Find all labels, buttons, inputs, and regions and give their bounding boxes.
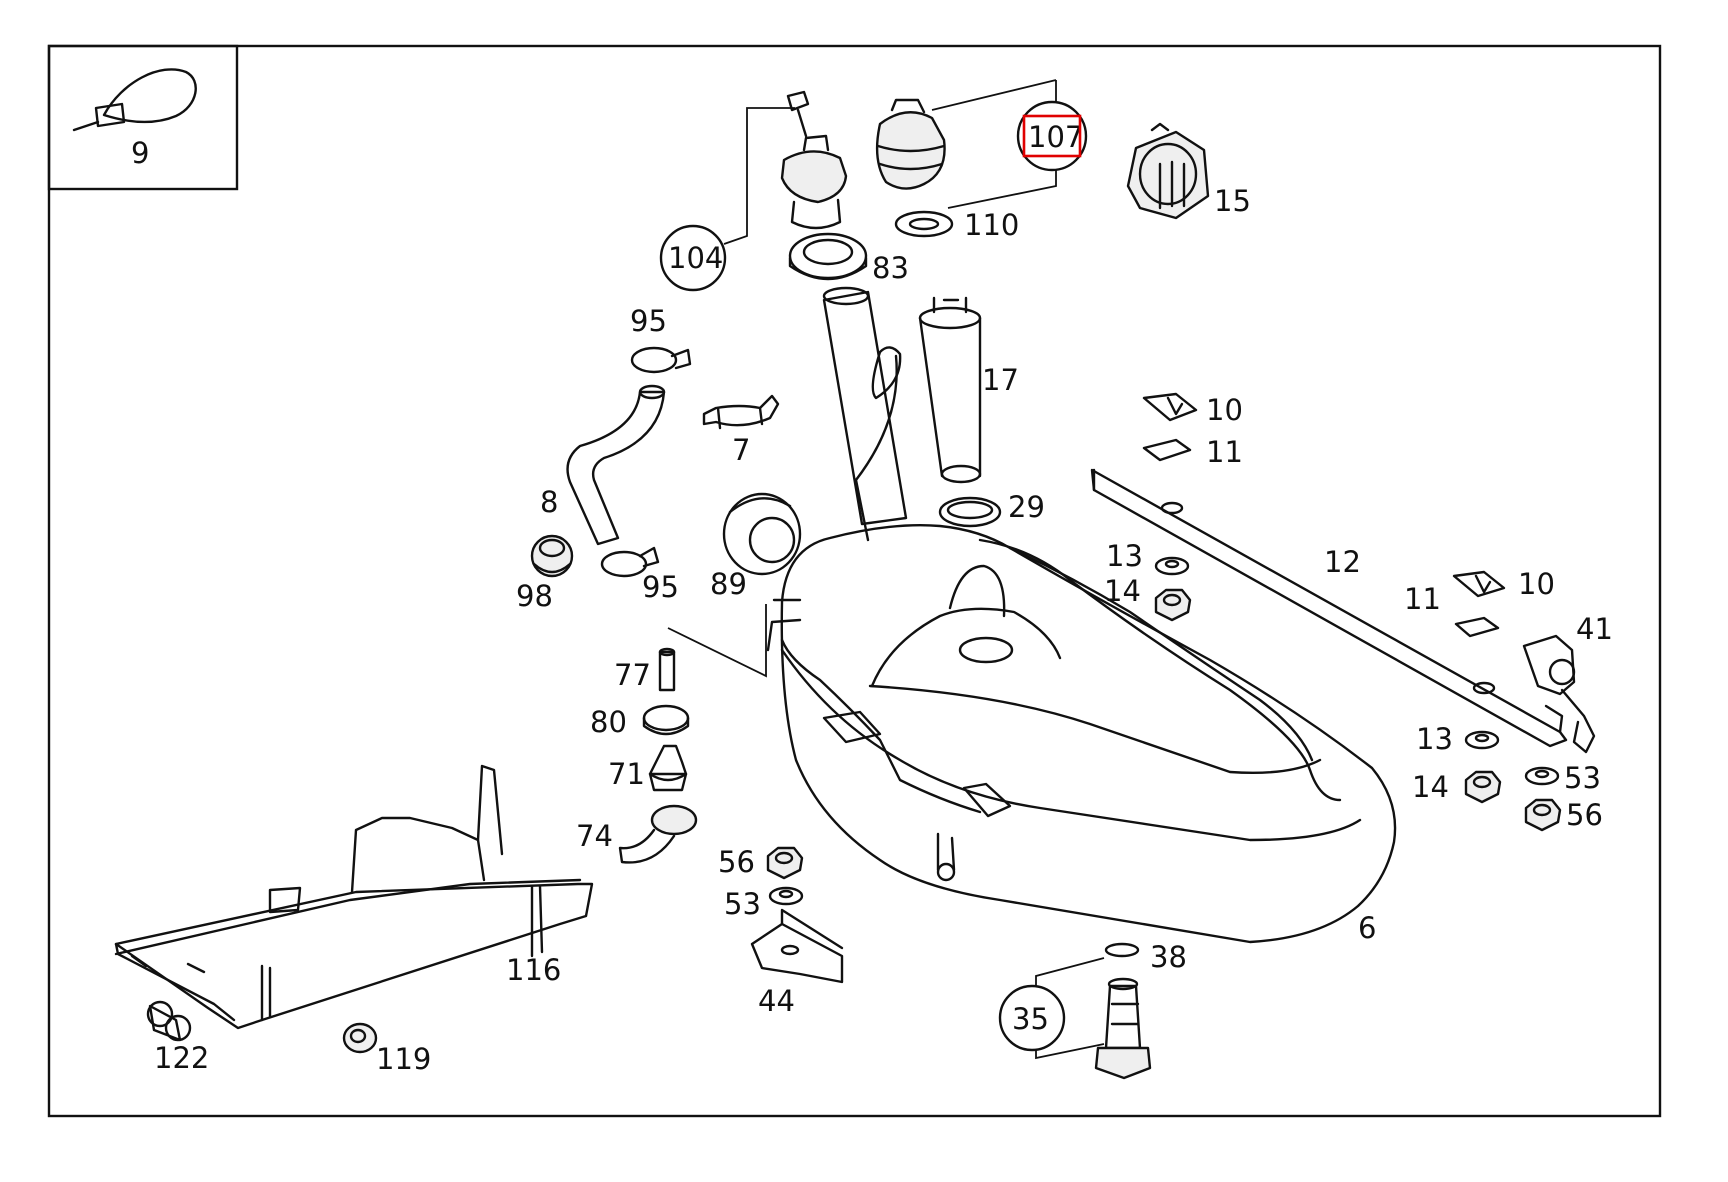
part-17-pump-tube xyxy=(918,296,982,484)
part-12-tank-strap xyxy=(1090,468,1568,748)
part-15-sender-unit xyxy=(1126,122,1210,220)
part-95-hose-clamp-top xyxy=(630,346,692,374)
part-10-11-brackets-top xyxy=(1142,392,1198,462)
part-6-fuel-tank xyxy=(766,524,1397,944)
part-13-14-53-56-washer-nut-right xyxy=(1464,730,1562,832)
part-83-gasket xyxy=(788,232,868,281)
label-53-right: 53 xyxy=(1564,761,1601,795)
label-38: 38 xyxy=(1150,940,1187,974)
part-107-rubber-boot xyxy=(875,79,1088,209)
label-71: 71 xyxy=(608,757,645,791)
label-6: 6 xyxy=(1358,911,1376,945)
part-41-bracket xyxy=(1522,634,1596,754)
part-119-nut xyxy=(342,1022,378,1054)
part-122-spacer xyxy=(146,1000,192,1042)
label-13-mid: 13 xyxy=(1106,539,1143,573)
label-56-mid: 56 xyxy=(718,845,755,879)
label-104: 104 xyxy=(668,241,723,275)
label-98: 98 xyxy=(516,579,553,613)
label-116: 116 xyxy=(506,953,561,987)
label-14-right: 14 xyxy=(1412,770,1449,804)
part-104-filler-cap xyxy=(659,90,848,292)
label-11-top: 11 xyxy=(1206,435,1243,469)
label-10-top: 10 xyxy=(1206,393,1243,427)
label-13-right: 13 xyxy=(1416,722,1453,756)
label-14-mid: 14 xyxy=(1104,574,1141,608)
label-56-right: 56 xyxy=(1566,798,1603,832)
highlight-box-107 xyxy=(1022,114,1082,158)
label-44: 44 xyxy=(758,984,795,1018)
label-35: 35 xyxy=(1012,1002,1049,1036)
part-35-drain-plug xyxy=(998,942,1152,1080)
label-11-right: 11 xyxy=(1404,582,1441,616)
part-77-80-71-74-stack xyxy=(618,604,767,864)
diagram-frame xyxy=(47,44,1662,1118)
part-116-heat-shield xyxy=(114,764,594,1030)
label-10-right: 10 xyxy=(1518,567,1555,601)
label-29: 29 xyxy=(1008,490,1045,524)
part-8-hose xyxy=(566,384,666,546)
part-110-seal xyxy=(894,210,954,238)
part-98-grommet xyxy=(530,534,574,578)
label-95-bottom: 95 xyxy=(642,570,679,604)
label-80: 80 xyxy=(590,705,627,739)
filler-neck xyxy=(822,286,908,542)
label-9: 9 xyxy=(131,136,149,170)
label-17: 17 xyxy=(982,363,1019,397)
part-56-53-44-hardware xyxy=(750,846,844,984)
inset-frame xyxy=(47,44,239,191)
label-107: 107 xyxy=(1028,120,1083,154)
label-83: 83 xyxy=(872,251,909,285)
part-29-seal-ring xyxy=(938,496,1002,528)
label-7: 7 xyxy=(732,433,750,467)
label-74: 74 xyxy=(576,819,613,853)
label-77: 77 xyxy=(614,658,651,692)
part-13-14-washer-nut-mid xyxy=(1154,556,1192,622)
part-95-hose-clamp-bottom xyxy=(600,546,660,578)
label-89: 89 xyxy=(710,567,747,601)
label-95-top: 95 xyxy=(630,304,667,338)
label-8: 8 xyxy=(540,485,558,519)
part-7-clip xyxy=(702,394,780,430)
part-10-11-brackets-right xyxy=(1452,570,1506,638)
label-12: 12 xyxy=(1324,545,1361,579)
label-53-mid: 53 xyxy=(724,887,761,921)
label-110: 110 xyxy=(964,208,1019,242)
label-41: 41 xyxy=(1576,612,1613,646)
label-119: 119 xyxy=(376,1042,431,1076)
part-89-grommet-ring xyxy=(722,492,802,576)
label-15: 15 xyxy=(1214,184,1251,218)
label-122: 122 xyxy=(154,1041,209,1075)
part-9-cable-tie xyxy=(72,68,197,132)
